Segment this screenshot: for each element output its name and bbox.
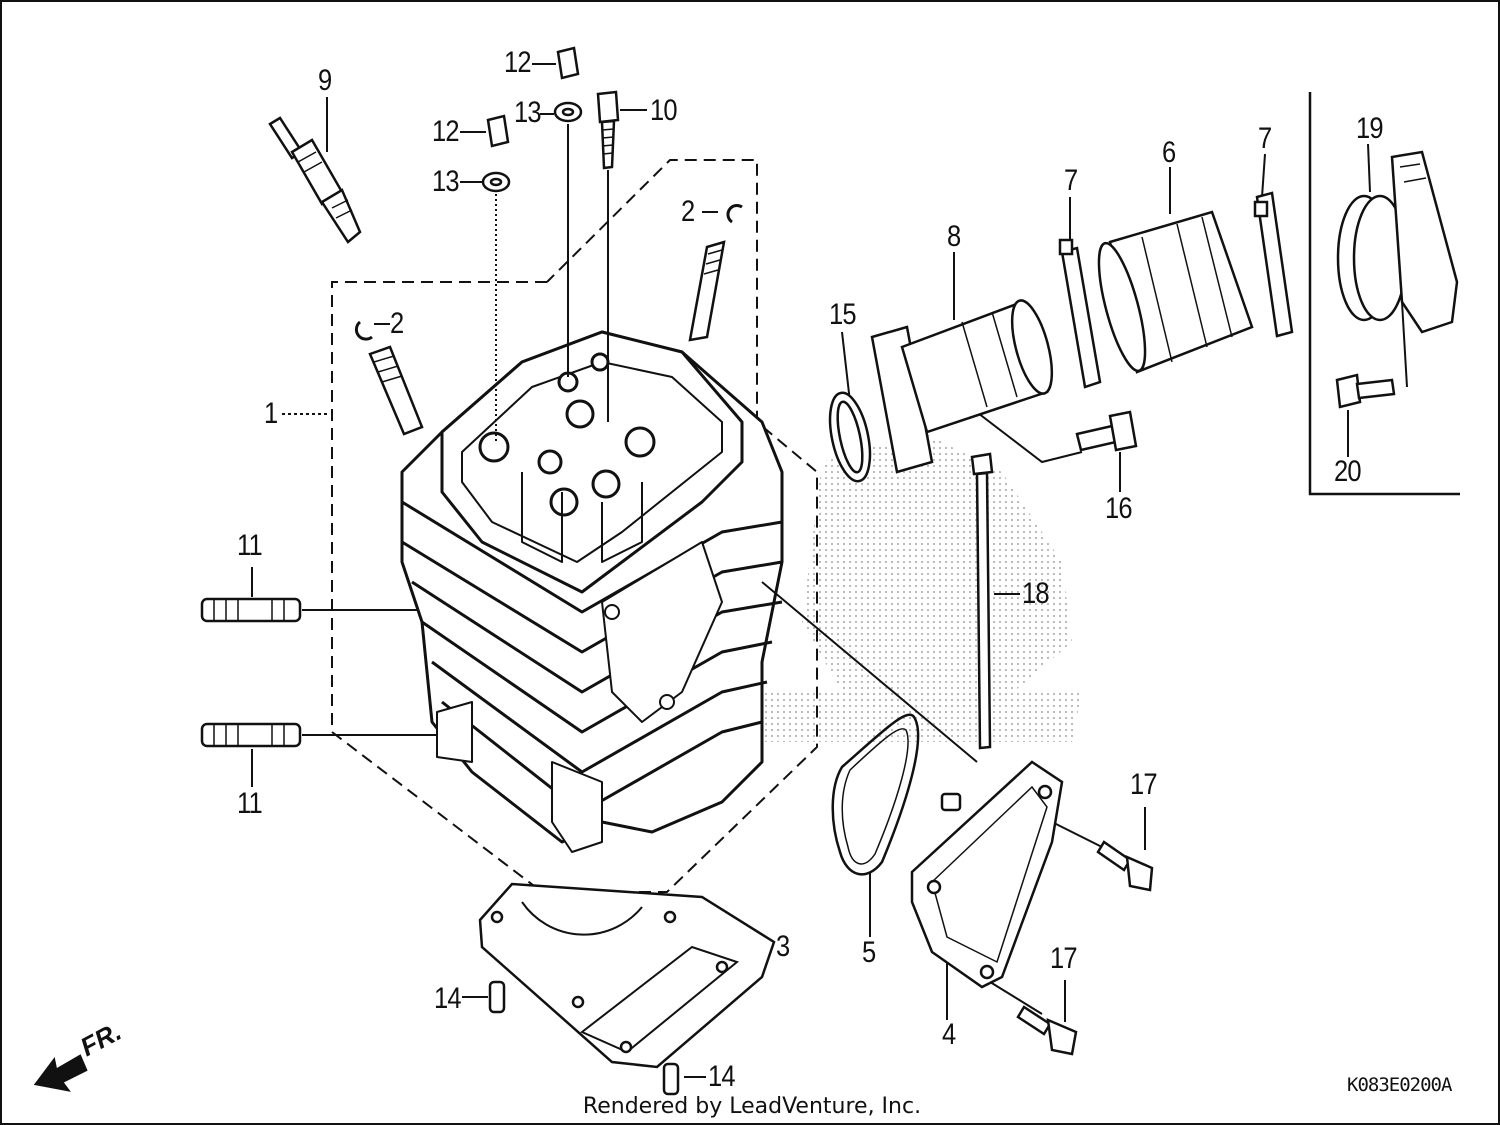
footer-credit: Rendered by LeadVenture, Inc. bbox=[582, 1094, 922, 1119]
part-label-11: 11 bbox=[237, 787, 263, 820]
part-label-16: 16 bbox=[1105, 492, 1133, 525]
part-label-14: 14 bbox=[708, 1060, 736, 1093]
throttle-body bbox=[1335, 150, 1459, 409]
watermark bbox=[752, 432, 1082, 742]
cover-gasket bbox=[831, 713, 920, 876]
part-label-4: 4 bbox=[942, 1018, 956, 1051]
part-label-3: 3 bbox=[776, 930, 790, 963]
long-bolt-18 bbox=[970, 452, 994, 750]
dowels-14 bbox=[488, 980, 680, 1096]
nuts-washers bbox=[481, 46, 583, 193]
intake-boot bbox=[1097, 210, 1254, 374]
front-arrow bbox=[33, 1054, 88, 1092]
cylinder-head bbox=[400, 330, 784, 853]
assembly-boundary bbox=[331, 159, 818, 893]
part-label-12: 12 bbox=[504, 46, 532, 79]
part-label-6: 6 bbox=[1162, 136, 1176, 169]
dowel-pins bbox=[354, 204, 743, 436]
part-label-12: 12 bbox=[432, 115, 460, 148]
part-label-17: 17 bbox=[1050, 942, 1078, 975]
part-label-9: 9 bbox=[318, 64, 332, 97]
insulator-gasket bbox=[828, 391, 872, 483]
part-label-11: 11 bbox=[237, 529, 263, 562]
bolt-16 bbox=[1075, 410, 1138, 452]
bolt-10 bbox=[596, 90, 620, 170]
part-label-14: 14 bbox=[434, 982, 462, 1015]
part-label-7: 7 bbox=[1064, 164, 1078, 197]
part-label-8: 8 bbox=[947, 220, 961, 253]
part-label-2: 2 bbox=[681, 195, 695, 228]
part-label-13: 13 bbox=[514, 96, 542, 129]
intake-pipe bbox=[870, 299, 1054, 474]
part-label-15: 15 bbox=[829, 298, 857, 331]
part-label-19: 19 bbox=[1356, 112, 1384, 145]
studs bbox=[200, 597, 302, 748]
bolts-17 bbox=[1016, 840, 1154, 1056]
part-label-13: 13 bbox=[432, 165, 460, 198]
part-label-10: 10 bbox=[650, 94, 678, 127]
part-label-17: 17 bbox=[1130, 768, 1158, 801]
part-label-1: 1 bbox=[264, 397, 278, 430]
insulator-cover bbox=[910, 760, 1064, 989]
throttle-body-inset bbox=[1308, 92, 1460, 496]
spark-plug bbox=[268, 116, 362, 244]
diagram-code: K083E0200A bbox=[1347, 1074, 1452, 1096]
part-label-18: 18 bbox=[1022, 577, 1050, 610]
part-label-5: 5 bbox=[862, 936, 876, 969]
part-label-7: 7 bbox=[1258, 122, 1272, 155]
head-gasket bbox=[478, 882, 776, 1069]
part-label-2: 2 bbox=[390, 307, 404, 340]
part-label-20: 20 bbox=[1334, 455, 1362, 488]
clamps bbox=[1058, 191, 1294, 389]
